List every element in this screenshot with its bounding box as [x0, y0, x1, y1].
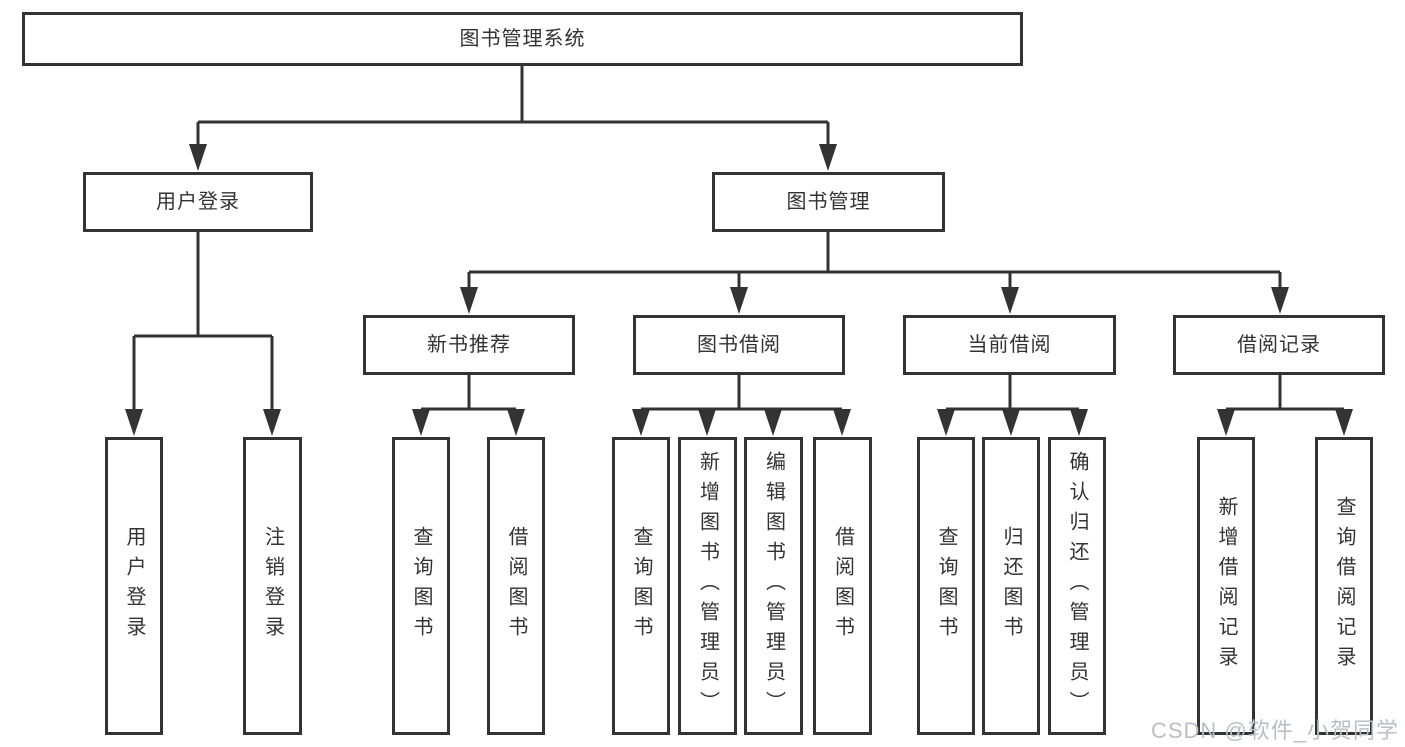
connector-current-borrow-to-leaves [944, 373, 1081, 414]
leaf-logout: 注销登录 [243, 437, 302, 735]
connector-book-borrow-to-leaves [639, 373, 844, 414]
node-new-book-recommend: 新书推荐 [363, 315, 575, 375]
leaf-query-books-borrow: 查询图书 [612, 437, 670, 735]
csdn-watermark: CSDN @软件_小贺同学 [1150, 718, 1399, 743]
arrowheads [125, 144, 1353, 436]
leaf-add-borrow-record: 新增借阅记录 [1197, 437, 1255, 735]
leaf-borrow-books: 借阅图书 [813, 437, 872, 735]
leaf-user-login: 用户登录 [105, 437, 163, 735]
leaf-add-books-admin: 新增图书（管理员） [678, 437, 737, 735]
node-current-borrow: 当前借阅 [903, 315, 1116, 375]
leaf-confirm-return-admin: 确认归还（管理员） [1048, 437, 1106, 735]
node-root-system: 图书管理系统 [22, 12, 1023, 66]
leaf-return-books: 归还图书 [982, 437, 1040, 735]
connector-new-book-to-leaves [419, 373, 518, 414]
leaf-query-books-recommend: 查询图书 [392, 437, 450, 735]
node-borrow-record: 借阅记录 [1173, 315, 1385, 375]
connector-root-to-level2 [196, 66, 830, 150]
leaf-query-books-current: 查询图书 [917, 437, 975, 735]
node-user-login: 用户登录 [83, 172, 313, 232]
leaf-edit-books-admin: 编辑图书（管理员） [744, 437, 803, 735]
node-book-borrow: 图书借阅 [633, 315, 845, 375]
connector-user-login-to-leaves [132, 230, 274, 414]
leaf-query-borrow-record: 查询借阅记录 [1315, 437, 1373, 735]
node-book-management: 图书管理 [712, 172, 945, 232]
leaf-borrow-books-recommend: 借阅图书 [487, 437, 545, 735]
connector-book-mgmt-to-level3 [467, 230, 1282, 292]
connector-borrow-record-to-leaves [1224, 373, 1346, 414]
